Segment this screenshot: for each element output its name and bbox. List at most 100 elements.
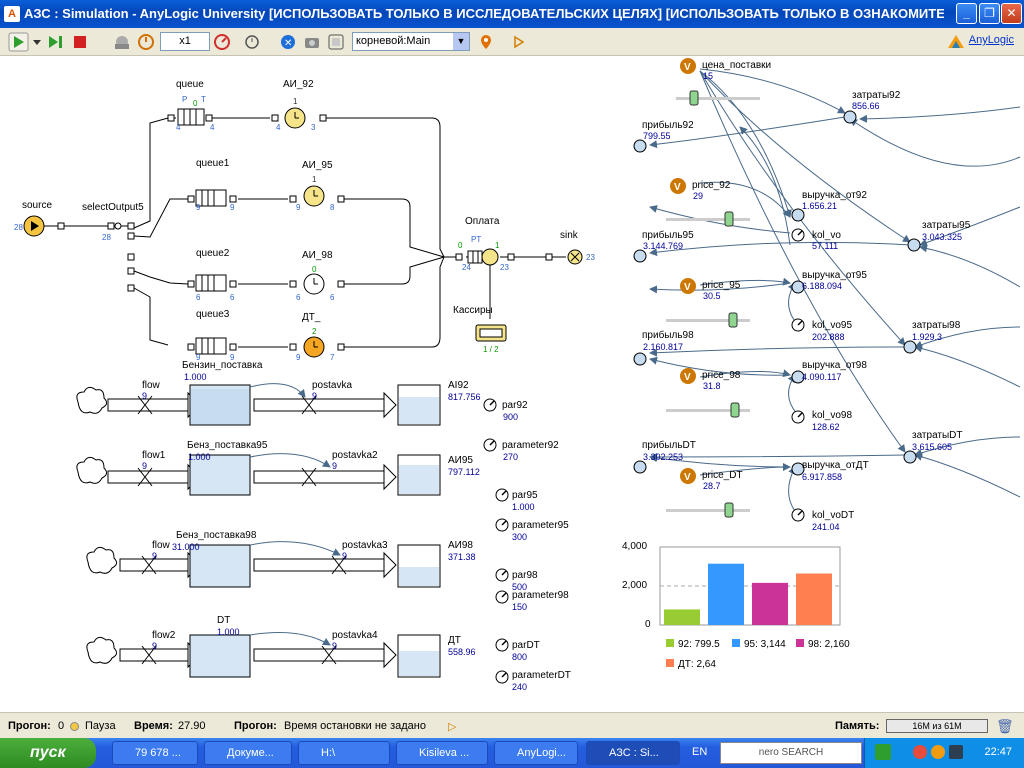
run-icon[interactable]: [8, 32, 30, 52]
task-chrome[interactable]: 79 678 ...: [112, 741, 198, 765]
bar-chart: [659, 546, 841, 626]
flow-3-value: 9: [152, 551, 158, 561]
chart-bar-95: [708, 563, 744, 625]
queue1-block[interactable]: [187, 189, 237, 207]
dt-delay-block[interactable]: [289, 336, 345, 358]
camera-icon[interactable]: [302, 32, 322, 52]
sd-price95-label[interactable]: price_95: [702, 280, 741, 291]
start-button[interactable]: пуск: [0, 738, 96, 768]
nero-search-box[interactable]: nero SEARCH: [720, 742, 862, 764]
system-tray: 22:47: [864, 738, 1024, 768]
post-4-label: postavka4: [332, 630, 378, 641]
queue3-label: queue3: [196, 309, 230, 320]
tray-firefox-icon[interactable]: [931, 745, 945, 759]
sd-price98-label[interactable]: price_98: [702, 370, 741, 381]
task-anylogic[interactable]: AnyLogi...: [494, 741, 578, 765]
ai92-count: 1: [293, 97, 298, 106]
sd-pricedt-label[interactable]: price_DT: [702, 470, 743, 481]
task-kisileva[interactable]: Kisileva ...: [396, 741, 488, 765]
tray-media-icon[interactable]: [949, 745, 963, 759]
cashiers-resource-pool[interactable]: [475, 324, 507, 342]
play-small-icon[interactable]: [512, 32, 526, 52]
experiment-icon[interactable]: ✕: [278, 32, 298, 52]
payment-service-block[interactable]: [455, 248, 515, 266]
close-button[interactable]: ✕: [1001, 3, 1022, 24]
queue-in: 4: [176, 123, 181, 132]
queue3-out: 9: [230, 353, 235, 362]
param-parameter95[interactable]: parameter95: [512, 520, 569, 531]
param-par98[interactable]: par98: [512, 570, 538, 581]
stock-2-label: Бенз_поставка95: [187, 440, 268, 451]
task-label: Докуме...: [227, 747, 274, 759]
anylogic-link[interactable]: AnyLogic: [968, 34, 1014, 46]
sink-block[interactable]: [545, 249, 583, 265]
start-label: пуск: [30, 744, 66, 761]
queue2-block[interactable]: [187, 274, 237, 292]
real-time-icon[interactable]: [112, 32, 132, 52]
flow-1-value: 9: [142, 391, 148, 401]
slow-down-icon[interactable]: [136, 32, 156, 52]
flow-2-value: 9: [142, 461, 148, 471]
param-par92[interactable]: par92: [502, 400, 528, 411]
queue-t-label: T: [201, 95, 206, 104]
stock-3-value: 31.000: [172, 542, 200, 552]
post-3-value: 9: [342, 551, 348, 561]
agent-select[interactable]: корневой:Main▼: [352, 32, 470, 51]
pay-zero: 0: [458, 241, 463, 250]
tray-opera-icon[interactable]: [913, 745, 927, 759]
ai98-delay-block[interactable]: [289, 273, 345, 295]
agent-select-value: корневой:Main: [356, 35, 431, 47]
minimize-button[interactable]: _: [956, 3, 977, 24]
legend-swatch: [666, 639, 674, 647]
model-time-icon[interactable]: [242, 32, 262, 52]
post-2-label: postavka2: [332, 450, 378, 461]
ai95-delay-block[interactable]: [289, 185, 345, 207]
param-par95[interactable]: par95: [512, 490, 538, 501]
ai98-count: 0: [312, 265, 317, 274]
param-parameter98[interactable]: parameter98: [512, 590, 569, 601]
pay-in: 24: [462, 263, 471, 272]
speed-field[interactable]: x1: [160, 32, 210, 51]
param-par98-value: 500: [512, 582, 528, 592]
task-label: 79 678 ...: [135, 747, 181, 759]
task-word[interactable]: Докуме...: [204, 741, 292, 765]
param-parameter92[interactable]: parameter92: [502, 440, 559, 451]
sink-label: sink: [560, 230, 578, 241]
sd-vyr95-value: 6.188.094: [802, 281, 843, 291]
step-icon[interactable]: [46, 32, 66, 52]
memory-bar: 16M из 61M: [886, 719, 988, 733]
language-indicator[interactable]: EN: [692, 746, 708, 758]
run-dropdown-icon[interactable]: [32, 32, 42, 52]
sd-price-sliders[interactable]: V V V V V: [666, 58, 760, 518]
tray-arrow-icon[interactable]: [875, 744, 891, 760]
cloud-source-icon: [86, 546, 118, 574]
stop-icon[interactable]: [70, 32, 90, 52]
ai98-out: 6: [330, 293, 335, 302]
navigate-icon[interactable]: [326, 32, 346, 52]
task-azs-simulation[interactable]: АЗС : Si...: [586, 741, 680, 765]
windows-taskbar: пуск 79 678 ... Докуме... H:\ Kisileva .…: [0, 738, 1024, 768]
source-arrow-icon: [31, 221, 39, 231]
param-parDT[interactable]: parDT: [512, 640, 540, 651]
stock-1-value: 1.000: [184, 372, 207, 382]
location-pin-icon[interactable]: [476, 32, 496, 52]
legend-label: 98: 2,160: [808, 639, 850, 650]
maximize-button[interactable]: ❐: [979, 3, 1000, 24]
sd-price92-label[interactable]: price_92: [692, 180, 731, 191]
play-small-icon[interactable]: ▷: [448, 721, 457, 733]
param-parameterDT[interactable]: parameterDT: [512, 670, 571, 681]
sd-dial-needles: [797, 230, 803, 516]
sd-kol98-value: 128.62: [812, 422, 840, 432]
trash-icon[interactable]: 🗑: [996, 718, 1014, 734]
post-1-value: 9: [312, 391, 318, 401]
task-explorer[interactable]: H:\: [298, 741, 390, 765]
pay-label: Оплата: [465, 216, 500, 227]
chart-ytick-0: 0: [645, 619, 651, 630]
window-title: АЗС : Simulation - AnyLogic University […: [24, 6, 944, 21]
chart-bar-ДТ: [796, 573, 832, 625]
queue-block[interactable]: [167, 108, 213, 126]
ai92-delay-block[interactable]: [271, 107, 327, 129]
queue3-block[interactable]: [187, 337, 237, 355]
speed-up-icon[interactable]: [212, 32, 232, 52]
